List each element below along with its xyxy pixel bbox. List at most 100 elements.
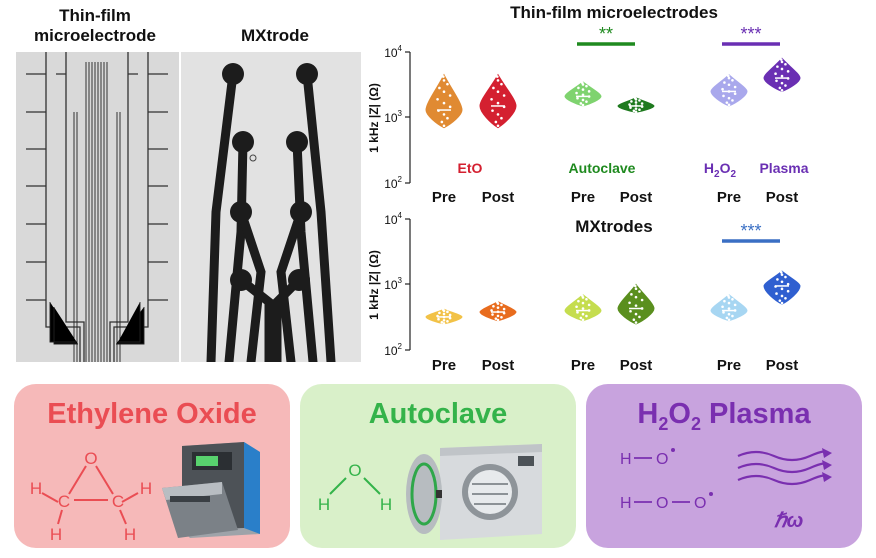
top-violin-0-point <box>442 124 446 128</box>
bottom-xlabel-1: Post <box>482 357 515 374</box>
top-violin-5-point <box>780 74 784 78</box>
top-violin-0-point <box>448 94 452 97</box>
bottom-violin-5-point <box>784 275 787 279</box>
top-violin-4-point <box>727 96 731 100</box>
mxtrode-title: MXtrode <box>241 26 309 45</box>
bottom-violin-1-point <box>500 315 503 319</box>
top-violin-4-point <box>723 81 726 84</box>
eto-atom-h3: H <box>140 479 152 498</box>
radical-molecules: H O H O O <box>620 448 713 512</box>
eto-sterilizer-icon <box>162 442 260 538</box>
top-xlabel-5: Post <box>766 189 799 206</box>
top-violin-2-point <box>577 86 580 90</box>
top-violin-2-point <box>581 98 585 102</box>
top-group-label-h2o2: H2O2 <box>704 160 737 180</box>
bottom-violin-5-point <box>786 289 790 293</box>
bottom-sig-stars-plasma: *** <box>740 221 761 241</box>
bottom-violin-2-point <box>581 301 585 305</box>
bottom-violin-5-point <box>775 292 778 295</box>
bottom-violin-1-point <box>494 317 498 320</box>
top-violin-2-point <box>585 84 588 88</box>
top-violin-4-point <box>721 87 724 91</box>
top-violin-5-point <box>776 65 779 68</box>
top-violin-3-point <box>630 100 633 103</box>
bottom-violin-2-point <box>576 311 579 314</box>
bottom-violin-3-point <box>630 293 633 296</box>
h2o2-plasma-title: H2O2 Plasma <box>637 398 811 434</box>
bottom-violin-3-point <box>634 295 638 299</box>
bottom-violin-3-point <box>633 284 637 288</box>
bottom-violin-1-point <box>491 313 494 316</box>
top-group-label-eto: EtO <box>458 160 483 176</box>
autoclave-title: Autoclave <box>368 398 508 430</box>
top-violin-5-point <box>779 58 783 61</box>
top-xlabel-3: Post <box>620 189 653 206</box>
water-atom-o: O <box>348 461 361 480</box>
autoclave-machine-icon <box>406 444 542 540</box>
bottom-violin-0-point <box>442 309 446 313</box>
top-violin-4-point <box>726 74 730 78</box>
top-violin-3-point <box>629 106 632 109</box>
autoclave-panel: Autoclave O H H <box>300 384 576 548</box>
ethylene-oxide-molecule: O C C H H H H <box>30 449 152 544</box>
top-violin-3-point <box>638 99 641 102</box>
top-violin-1-point <box>494 120 498 124</box>
top-violin-1-point <box>491 109 494 112</box>
bottom-violin-1-point <box>490 309 493 312</box>
bottom-violin-2-point <box>581 307 585 310</box>
top-violin-0-point <box>442 79 446 82</box>
bottom-violin-5-point <box>780 280 784 284</box>
top-violin-3-point <box>634 110 638 114</box>
top-violin-1-point <box>496 90 500 94</box>
top-violin-2-point <box>575 91 578 95</box>
top-violin-0-point <box>441 75 445 78</box>
bottom-violin-1-point <box>502 307 506 311</box>
bottom-violin-2-point <box>587 303 591 307</box>
top-violin-4-point <box>731 78 734 82</box>
top-violin-4-point <box>727 103 731 107</box>
bottom-violin-0-point <box>437 317 440 321</box>
top-violin-5-point <box>778 86 782 90</box>
bottom-xlabel-4: Pre <box>717 357 741 374</box>
hydroxyl-o: O <box>656 451 668 468</box>
top-violin-2-point <box>581 103 585 107</box>
water-molecule: O H H <box>318 461 392 514</box>
bottom-violin-2-point <box>577 299 580 303</box>
bottom-violin-2-point <box>581 296 585 299</box>
top-ytick-1: 103 <box>384 109 402 125</box>
top-violin-5-point <box>784 62 787 66</box>
top-violin-5-point <box>786 70 790 73</box>
ethylene-oxide-title: Ethylene Oxide <box>47 398 257 430</box>
top-chart-ylabel: 1 kHz |Z| (Ω) <box>367 83 381 153</box>
wave-radiation-icon <box>737 448 832 486</box>
bottom-chart-title: MXtrodes <box>575 217 652 236</box>
top-xlabel-4: Pre <box>717 189 741 206</box>
eto-atom-o: O <box>84 449 97 468</box>
top-violin-3-point <box>640 102 644 105</box>
thin-film-title: Thin-film microelectrode <box>10 6 180 46</box>
bottom-violin-1-point <box>492 305 495 308</box>
top-violin-3-point <box>638 108 641 112</box>
eto-atom-h1: H <box>30 479 42 498</box>
peroxyl-o2: O <box>694 495 706 512</box>
bottom-violin-5-point <box>778 299 782 302</box>
bottom-violin-3-point <box>634 312 638 316</box>
top-violin-2-point <box>587 90 591 93</box>
top-xlabel-2: Pre <box>571 189 595 206</box>
top-violins <box>425 57 801 129</box>
bottom-violin-5-point <box>786 282 790 286</box>
thin-film-microelectrode-image <box>16 52 179 362</box>
top-violin-0-point <box>442 90 446 94</box>
top-violin-4-point <box>722 94 725 98</box>
top-xlabel-0: Pre <box>432 189 456 206</box>
top-violin-5-point <box>780 67 784 71</box>
top-violin-2-point <box>581 88 585 91</box>
top-violin-3-point <box>634 107 638 110</box>
top-violin-4-point <box>731 99 734 102</box>
top-violin-0-point <box>448 105 452 109</box>
eto-atom-c1: C <box>58 492 70 511</box>
top-violin-3-point <box>632 109 636 113</box>
bottom-violin-4-point <box>727 301 731 305</box>
thin-film-title-line1: Thin-film <box>59 6 131 25</box>
top-ytick-0: 104 <box>384 44 402 60</box>
